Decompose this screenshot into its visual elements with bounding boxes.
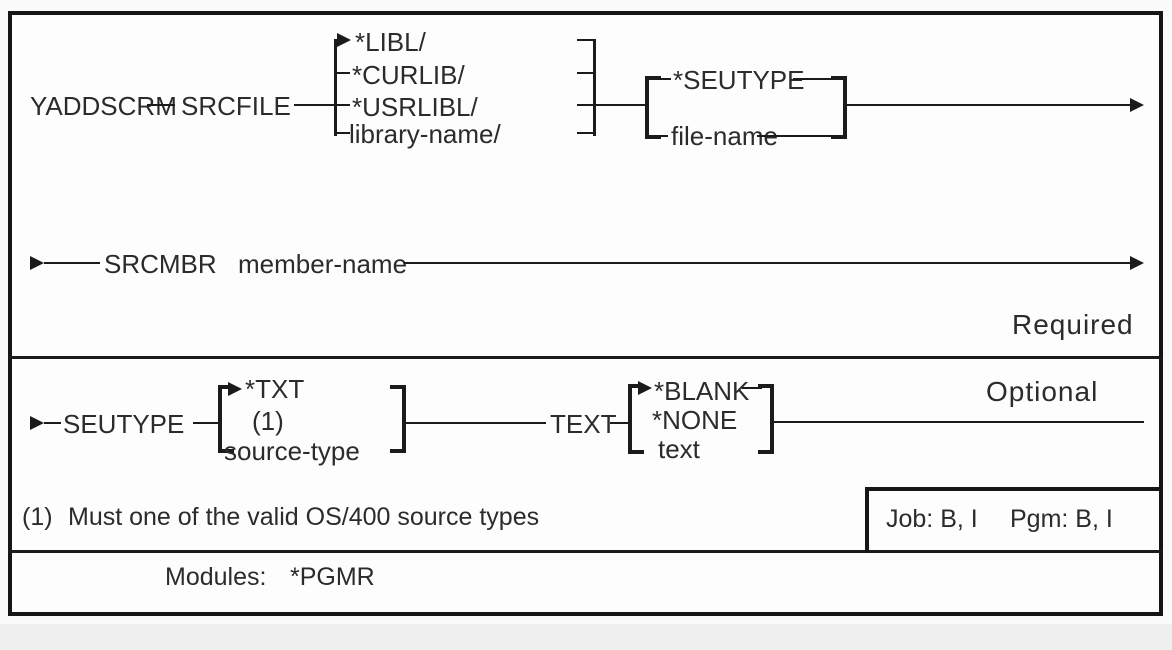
text-choice: text bbox=[658, 434, 700, 464]
branch-stub bbox=[337, 104, 350, 106]
library-choice: *USRLIBL/ bbox=[352, 92, 478, 122]
srcfile-keyword: SRCFILE bbox=[181, 91, 291, 121]
branch-stub bbox=[337, 132, 350, 134]
branch-close-bar bbox=[593, 39, 596, 136]
required-label: Required bbox=[1012, 309, 1134, 340]
branch-stub bbox=[577, 39, 593, 41]
connector-line bbox=[44, 422, 61, 424]
connector-line bbox=[406, 422, 546, 424]
file-choice: *SEUTYPE bbox=[673, 65, 805, 95]
branch-stub bbox=[337, 72, 350, 74]
connector-line bbox=[44, 262, 100, 264]
library-choice: *LIBL/ bbox=[355, 27, 426, 57]
continue-arrow-icon bbox=[1130, 98, 1144, 112]
text-choice: *NONE bbox=[652, 405, 738, 435]
seutype-footnote-ref: (1) bbox=[252, 406, 284, 436]
environment-job: Job: B, I bbox=[886, 505, 978, 533]
default-arrow-icon bbox=[228, 382, 242, 396]
default-arrow-icon bbox=[337, 33, 351, 47]
connector-line bbox=[147, 104, 175, 106]
environment-box bbox=[865, 487, 1163, 553]
connector-line bbox=[610, 422, 628, 424]
modules-label: Modules: bbox=[165, 563, 267, 591]
command-name: YADDSCRM bbox=[30, 91, 177, 121]
connector-line bbox=[659, 135, 668, 137]
required-optional-divider bbox=[8, 356, 1163, 359]
connector-line bbox=[659, 78, 671, 80]
choice-bracket-left bbox=[628, 384, 644, 454]
srcmbr-value: member-name bbox=[238, 249, 408, 279]
srcmbr-keyword: SRCMBR bbox=[104, 249, 217, 279]
connector-line bbox=[793, 78, 832, 80]
library-choice: *CURLIB/ bbox=[352, 60, 465, 90]
modules-value: *PGMR bbox=[290, 563, 375, 591]
choice-bracket-left bbox=[218, 385, 234, 453]
continuation-arrow-icon bbox=[30, 256, 44, 270]
choice-bracket-right bbox=[390, 385, 406, 453]
branch-bar bbox=[334, 39, 337, 136]
optional-label: Optional bbox=[986, 376, 1099, 407]
page-margin-strip bbox=[0, 624, 1172, 650]
choice-bracket-right bbox=[831, 76, 847, 139]
connector-line bbox=[757, 135, 832, 137]
continuation-arrow-icon bbox=[30, 416, 44, 430]
seutype-keyword: SEUTYPE bbox=[63, 409, 185, 439]
connector-line bbox=[404, 262, 1130, 264]
continue-arrow-icon bbox=[1130, 256, 1144, 270]
seutype-choice: source-type bbox=[224, 436, 360, 466]
connector-line bbox=[294, 104, 334, 106]
connector-line bbox=[193, 422, 218, 424]
choice-bracket-right bbox=[758, 384, 774, 454]
default-arrow-icon bbox=[638, 381, 652, 395]
choice-bracket-left bbox=[645, 76, 661, 139]
branch-stub bbox=[577, 72, 593, 74]
footnote-modules-divider bbox=[8, 550, 1163, 553]
footnote-text: Must one of the valid OS/400 source type… bbox=[68, 503, 540, 531]
seutype-choice: *TXT bbox=[245, 374, 305, 404]
library-choice: library-name/ bbox=[349, 119, 501, 149]
branch-stub bbox=[577, 132, 593, 134]
footnote-marker: (1) bbox=[22, 503, 53, 531]
connector-line bbox=[843, 104, 1130, 106]
diagram-frame bbox=[8, 11, 1163, 616]
text-choice: *BLANK bbox=[654, 376, 750, 406]
environment-pgm: Pgm: B, I bbox=[1010, 505, 1113, 533]
text-keyword: TEXT bbox=[550, 409, 617, 439]
connector-line bbox=[742, 387, 762, 389]
connector-line bbox=[774, 421, 1144, 423]
branch-stub bbox=[577, 104, 593, 106]
connector-line bbox=[596, 104, 645, 106]
